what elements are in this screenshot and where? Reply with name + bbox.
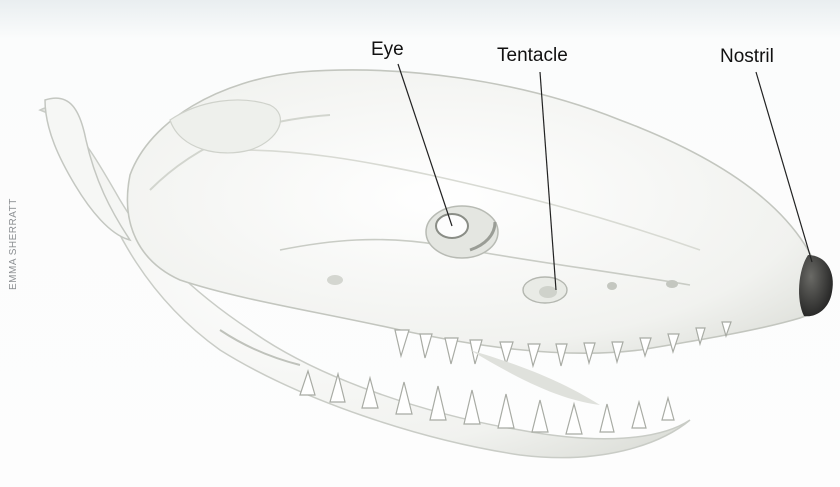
eye-label: Eye: [371, 40, 404, 59]
photo-credit: EMMA SHERRATT: [8, 198, 19, 290]
tentacle-label: Tentacle: [497, 46, 568, 65]
nostril-label: Nostril: [720, 47, 774, 66]
